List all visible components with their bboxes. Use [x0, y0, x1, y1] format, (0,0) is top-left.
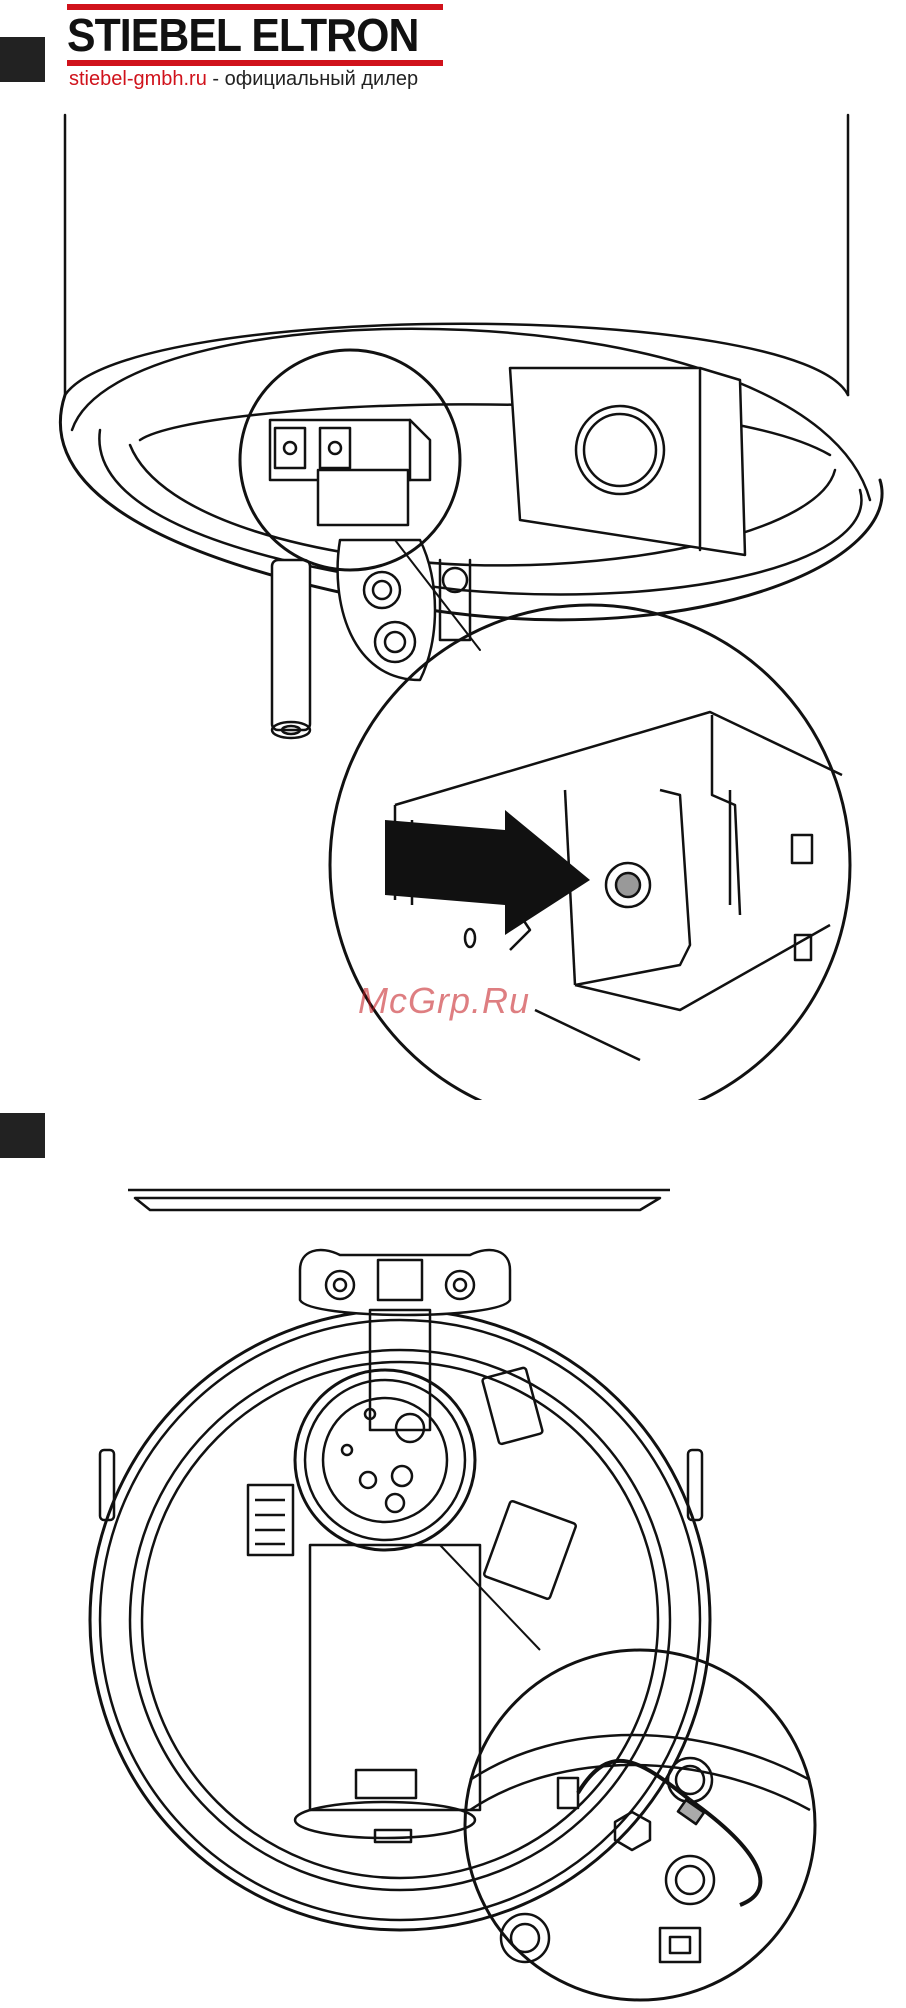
figure-1-illustration [0, 0, 906, 1100]
watermark-text: McGrp.Ru [358, 980, 530, 1022]
arrow-icon [385, 810, 590, 935]
figure-marker-2 [0, 1113, 45, 1158]
figure-2-illustration [0, 1160, 906, 2008]
